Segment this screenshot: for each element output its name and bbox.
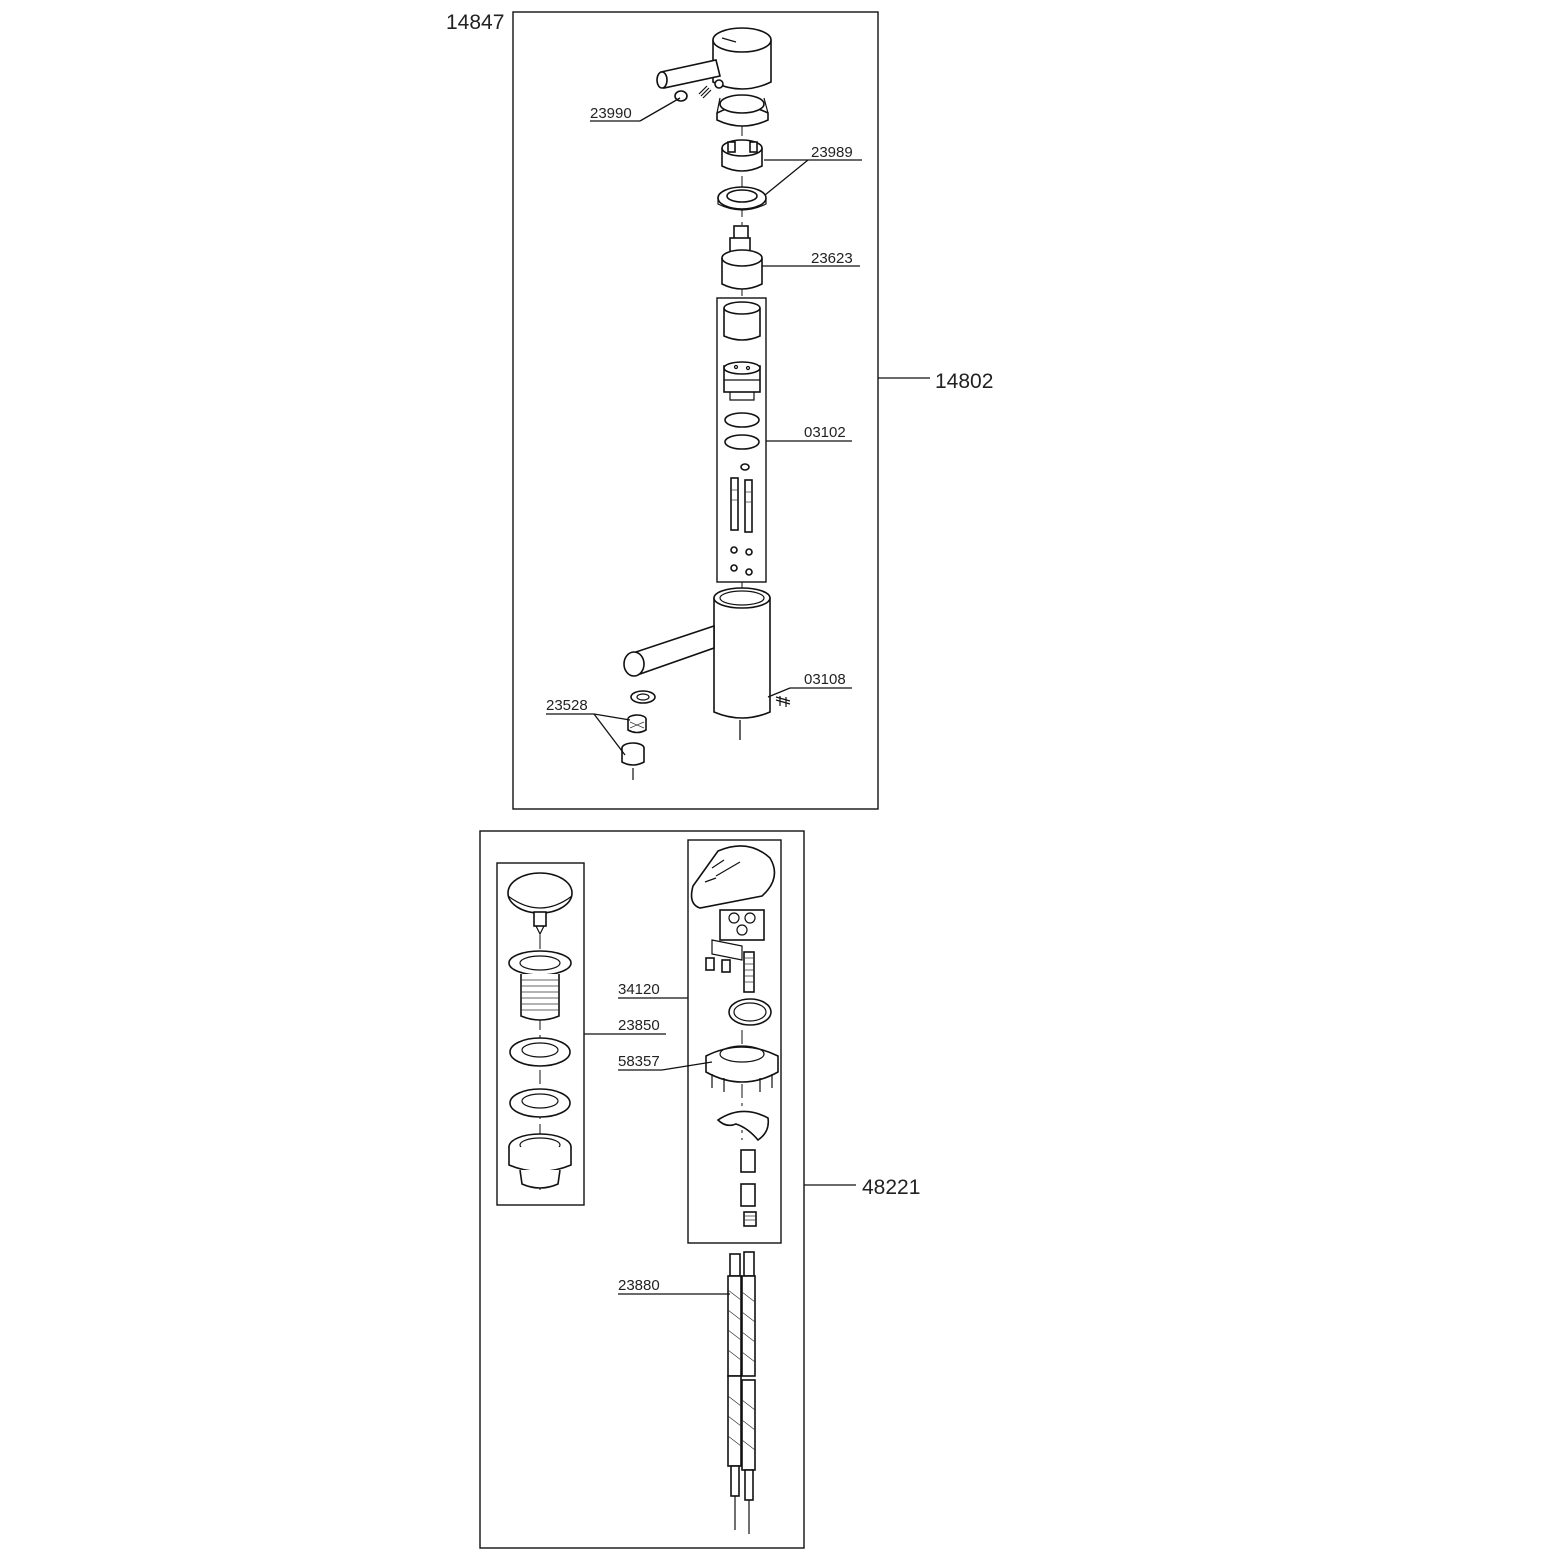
fixing-crescent-nut [705, 1045, 779, 1092]
grub-screw [775, 696, 791, 707]
fixing-o-ring [728, 998, 772, 1026]
fixing-spacers [740, 1149, 757, 1227]
waste-backnut [508, 1133, 572, 1189]
callout-58357: 58357 [618, 1053, 660, 1070]
assembly-code-48221: 48221 [862, 1176, 920, 1199]
cartridge-subframe [716, 297, 767, 583]
aerator-washer [630, 690, 656, 704]
cartridge-sleeve [723, 301, 761, 341]
leader-58357 [661, 1061, 713, 1071]
assembly-code-14802: 14802 [935, 370, 993, 393]
upper-assembly-frame [512, 11, 879, 810]
fixings-subframe [687, 839, 782, 1244]
callout-23623: 23623 [811, 250, 853, 267]
waste-washer-2 [509, 1088, 571, 1118]
leader-23528-b [593, 713, 626, 756]
lower-assembly-frame [479, 830, 805, 1549]
leader-23528-a [593, 713, 631, 721]
leader-03108-a [767, 687, 791, 698]
leader-23990 [639, 97, 681, 122]
callout-34120: 34120 [618, 981, 660, 998]
callout-23989: 23989 [811, 144, 853, 161]
callout-23528: 23528 [546, 697, 588, 714]
callout-03102: 03102 [804, 424, 846, 441]
leader-23989-b [764, 159, 809, 196]
flexible-hose-pair [727, 1251, 756, 1534]
waste-washer-1 [509, 1037, 571, 1067]
waste-body-threaded [508, 950, 572, 1021]
aerator-insert [627, 714, 647, 734]
fixing-plate [690, 845, 776, 909]
callout-23990: 23990 [590, 105, 632, 122]
cap-dome [716, 94, 769, 127]
cartridge-check-valves [730, 477, 753, 576]
cartridge-valve [723, 361, 761, 401]
nut-ring [717, 186, 767, 211]
stem-adaptor [721, 225, 763, 290]
handle-lever [656, 27, 772, 90]
assembly-code-14847: 14847 [446, 11, 504, 34]
faucet-body [623, 587, 771, 719]
callout-23850: 23850 [618, 1017, 660, 1034]
callout-03108: 03108 [804, 671, 846, 688]
aerator-housing [621, 742, 645, 780]
fixing-studs [705, 951, 755, 993]
castellated-ring [721, 139, 763, 172]
callout-23880: 23880 [618, 1277, 660, 1294]
fixing-bracket [711, 909, 765, 961]
waste-plug-cap [507, 872, 573, 936]
fixing-c-washer [716, 1110, 770, 1142]
cartridge-o-rings [724, 412, 760, 471]
